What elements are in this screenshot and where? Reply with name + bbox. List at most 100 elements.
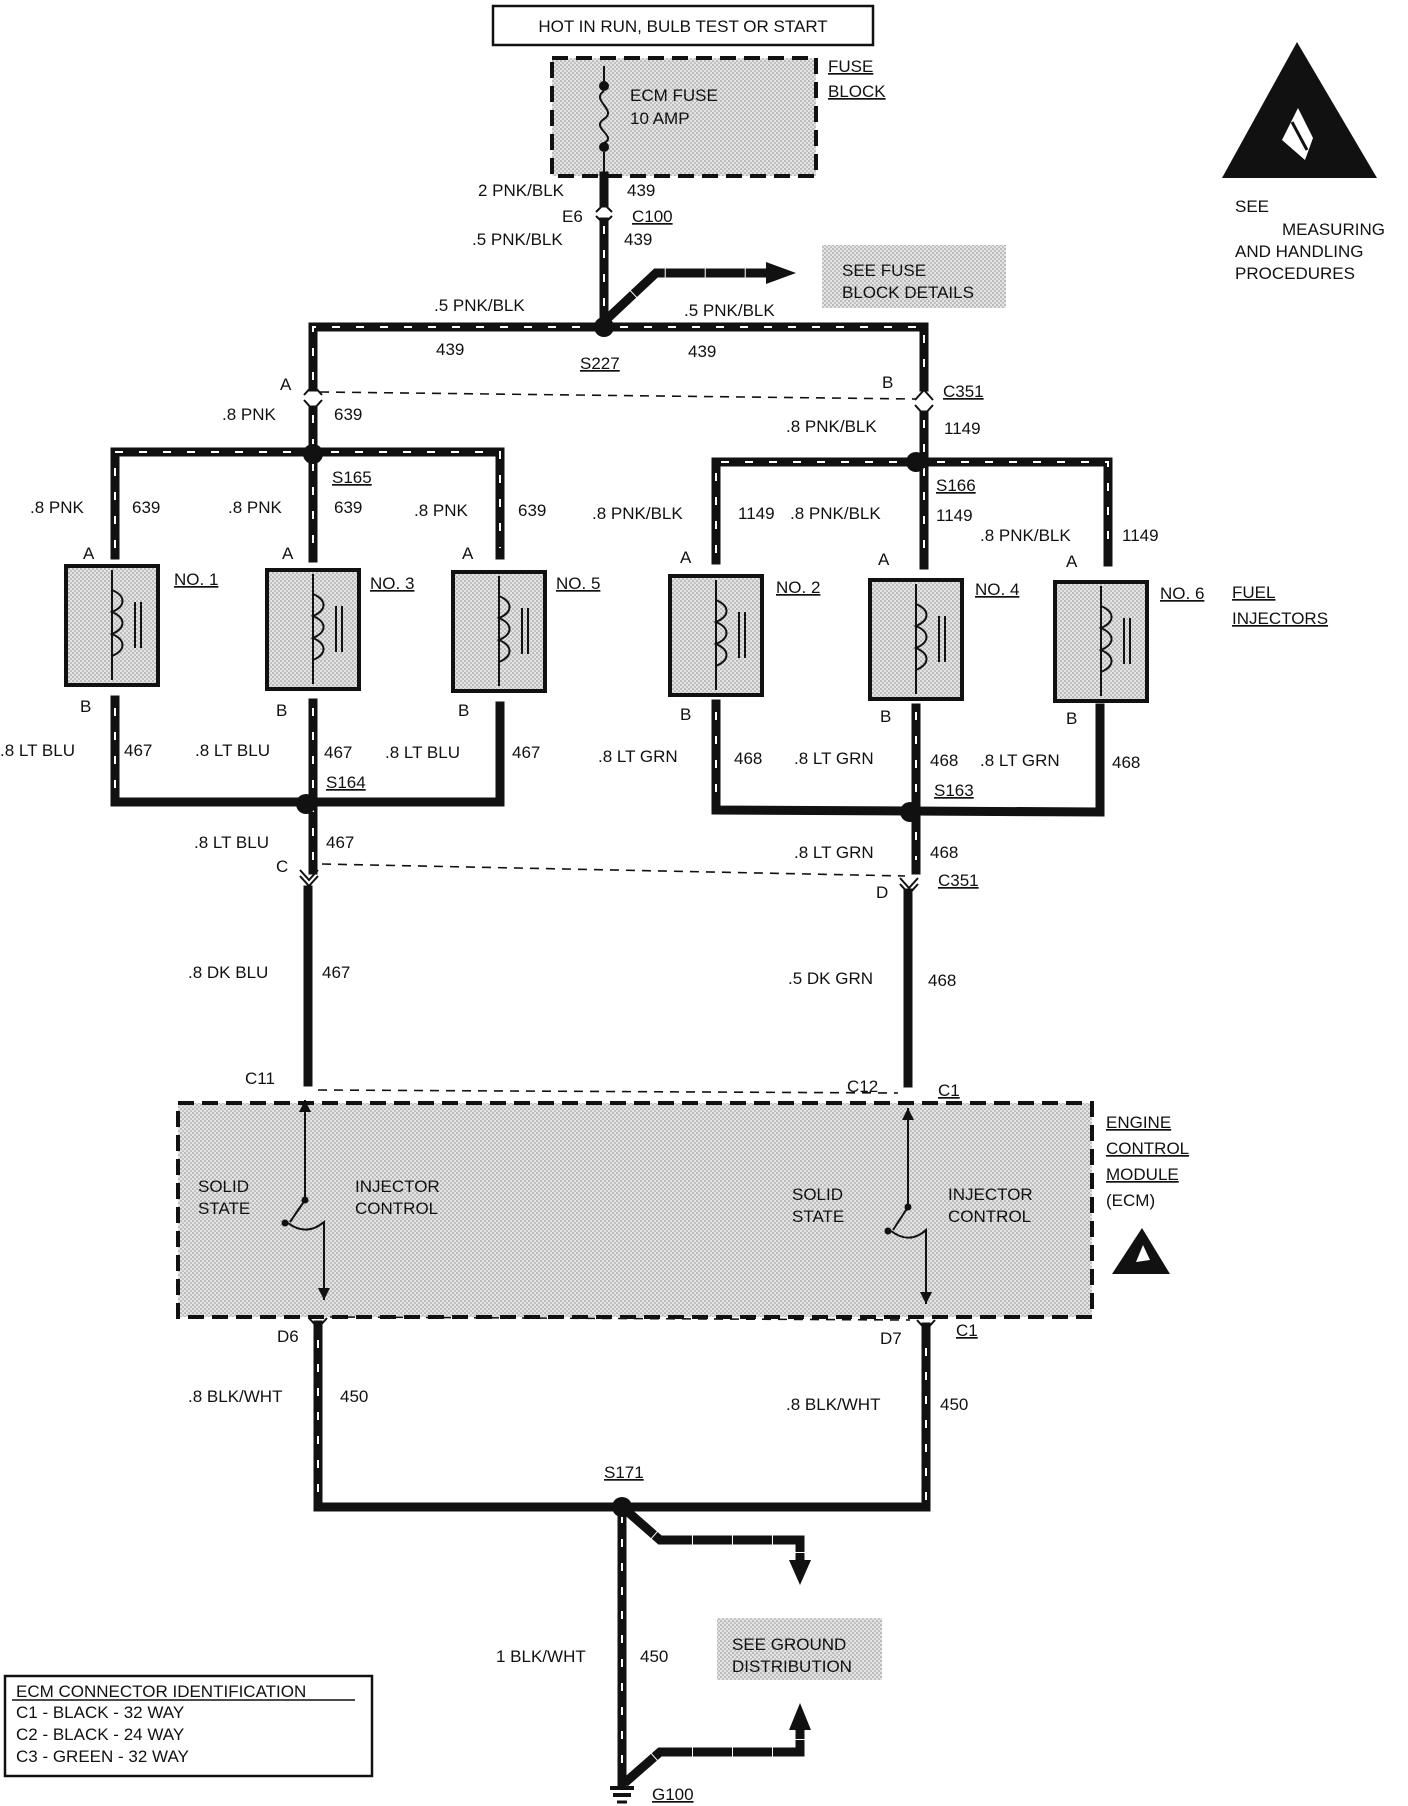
label-left_bank-inj-1-pin_a: A [282,544,294,563]
label-left_bank-inj-2-wire: .8 PNK [414,501,469,520]
splice-s164 [296,794,316,814]
esd-warning-icon [1222,42,1377,178]
label-top-c2: 439 [624,230,652,249]
power-source-label: HOT IN RUN, BULB TEST OR START [491,4,875,47]
label-ecm-state2: STATE [792,1207,844,1226]
label-right_bottom-dk_wire: .5 DK GRN [788,969,873,988]
label-connector_id-rows-0: C1 - BLACK - 32 WAY [16,1703,184,1722]
label-right_bank-inj-0-pin_a: A [680,548,692,567]
label-fuse_details-l1: SEE FUSE [842,261,926,280]
label-ground-main_wire: 1 BLK/WHT [496,1647,586,1666]
label-fuse_details-l2: BLOCK DETAILS [842,283,974,302]
label-left_bottom-outs-1-circ: 467 [324,743,352,762]
ecm-esd-icon [1112,1228,1170,1274]
connector-c1-bottom [308,1317,936,1332]
label-left_bottom-pin_c: C [276,857,288,876]
label-fuse_block-title_line1: FUSE [828,57,873,76]
label-ecm-inj1: INJECTOR [355,1177,440,1196]
injector-no-6 [1053,580,1149,703]
label-right_bottom-outs-1-circ: 468 [930,751,958,770]
label-right_bank-inj-2-pin_b: B [1066,709,1077,728]
label-right_bottom-outs-0-wire: .8 LT GRN [598,747,678,766]
label-top-right_w: .5 PNK/BLK [684,301,775,320]
splice-s163 [900,802,920,822]
label-left_bank-inj-2-circ: 639 [518,501,546,520]
label-ecm-d6: D6 [277,1327,299,1346]
label-ecm-inj2: INJECTOR [948,1185,1033,1204]
label-right_bank-wire: .8 PNK/BLK [786,417,877,436]
label-right_bank-inj-1-wire: .8 PNK/BLK [790,504,881,523]
label-c351_top-a: A [280,375,292,394]
injector-no-2 [668,574,764,697]
label-left_bank-wire: .8 PNK [222,405,277,424]
injector-no-3 [265,568,361,691]
circuit-639 [110,405,505,563]
label-right_bottom-outs-2-wire: .8 LT GRN [980,751,1060,770]
injector-no-4 [868,578,964,701]
label-left_bank-inj-0-wire: .8 PNK [30,498,85,517]
label-ground-dist_l1: SEE GROUND [732,1635,846,1654]
circuit-467 [110,695,505,1087]
label-right_bottom-dk_circ: 468 [928,971,956,990]
splice-s166 [906,452,926,472]
label-left_bottom-splice: S164 [326,773,366,792]
label-esd-l2: MEASURING [1282,220,1385,239]
connector-c351-bottom [299,863,919,896]
label-right_bottom-splice: S163 [934,781,974,800]
label-ecm-c1_bot: C1 [956,1321,978,1340]
label-right_bank-inj-2-pin_a: A [1066,552,1078,571]
label-right_bottom-trunk_circ: 468 [930,843,958,862]
label-fuse_block-fuse_line1: ECM FUSE [630,86,718,105]
splice-s171 [612,1497,632,1517]
label-left_bank-inj-2-pin_b: B [458,701,469,720]
label-left_bottom-trunk_wire: .8 LT BLU [194,833,269,852]
label-top-e6: E6 [562,207,583,226]
label-ground-right_circ: 450 [940,1395,968,1414]
label-right_bank-inj-2-no: NO. 6 [1160,584,1204,603]
label-ecm-name_l3: MODULE [1106,1165,1179,1184]
label-ground-dist_l2: DISTRIBUTION [732,1657,852,1676]
label-right_bank-inj-0-pin_b: B [680,705,691,724]
label-left_bottom-dk_wire: .8 DK BLU [188,963,268,982]
ground-icon [610,1786,634,1804]
label-fuse_block-title_line2: BLOCK [828,82,886,101]
connector-c351-top [303,383,934,417]
label-right_bank-inj-0-wire: .8 PNK/BLK [592,504,683,523]
label-left_bank-splice: S165 [332,468,372,487]
label-left_bank-inj-0-circ: 639 [132,498,160,517]
label-ground-left_wire: .8 BLK/WHT [188,1387,282,1406]
label-left_bank-inj-1-wire: .8 PNK [228,498,283,517]
label-power_label: HOT IN RUN, BULB TEST OR START [538,17,827,36]
label-left_bottom-trunk_circ: 467 [326,833,354,852]
label-ground-s171: S171 [604,1463,644,1482]
label-ecm-c1_top: C1 [938,1081,960,1100]
circuit-450 [313,1320,931,1790]
label-ground-left_circ: 450 [340,1387,368,1406]
label-right_bank-inj-1-no: NO. 4 [975,580,1019,599]
label-c351_top-b: B [882,373,893,392]
label-right_bank-inj-2-circ: 1149 [1122,526,1159,545]
injector-no-1 [64,564,160,687]
label-left_bank-inj-2-pin_a: A [462,544,474,563]
splice-s227 [594,317,614,337]
label-left_bank-inj-1-pin_b: B [276,701,287,720]
label-ecm-solid2: SOLID [792,1185,843,1204]
label-ecm-name_l4: (ECM) [1106,1191,1155,1210]
label-ecm-ctl2: CONTROL [948,1207,1031,1226]
label-right_bank-circ: 1149 [944,419,981,438]
label-esd-l1: SEE [1235,197,1269,216]
label-left_bank-inj-1-no: NO. 3 [370,574,414,593]
label-right_bank-inj-2-wire: .8 PNK/BLK [980,526,1071,545]
label-left_bank-inj-2-no: NO. 5 [556,574,600,593]
label-ecm-name_l2: CONTROL [1106,1139,1189,1158]
label-ecm-c11: C11 [245,1069,275,1088]
circuit-439 [308,171,929,392]
see-ground-distribution: SEE GROUND DISTRIBUTION [717,1618,882,1680]
label-ground-right_wire: .8 BLK/WHT [786,1395,880,1414]
label-right_bank-inj-1-pin_a: A [878,550,890,569]
label-ecm-c12: C12 [847,1077,878,1096]
label-connector_id-rows-2: C3 - GREEN - 32 WAY [16,1747,189,1766]
fuse-block: FUSE BLOCK ECM FUSE 10 AMP [550,56,886,178]
label-left_bank-circ: 639 [334,405,362,424]
